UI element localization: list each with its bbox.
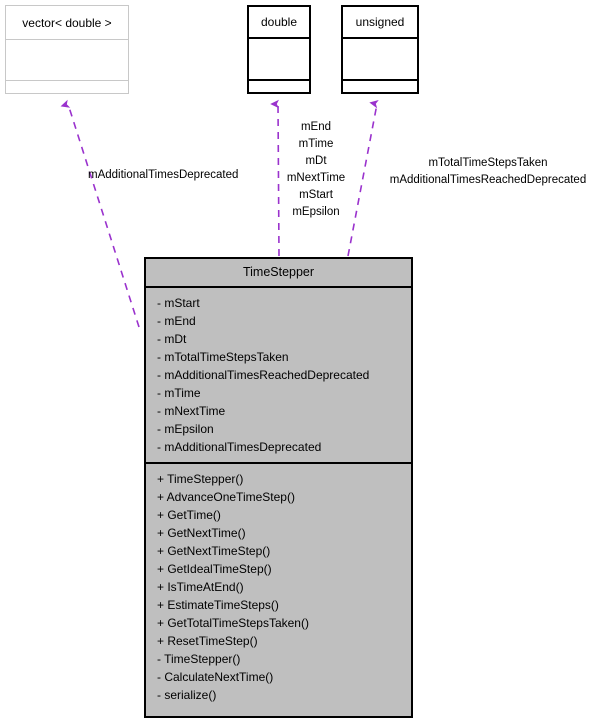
uml-node-title: unsigned xyxy=(343,7,417,39)
uml-node-timestepper[interactable]: TimeStepper - mStart - mEnd - mDt - mTot… xyxy=(144,257,413,718)
uml-attributes-compartment xyxy=(6,40,128,81)
edge-label-line: mAdditionalTimesReachedDeprecated xyxy=(389,174,587,186)
uml-method: + GetTime() xyxy=(157,508,221,522)
edge-label-line: mTime xyxy=(298,138,334,150)
uml-node-vector-double[interactable]: vector< double > xyxy=(5,5,129,94)
edge-label-line: mStart xyxy=(299,189,333,201)
uml-method: + ResetTimeStep() xyxy=(157,634,258,648)
edge-label-line: mNextTime xyxy=(286,172,346,184)
uml-attribute: - mEpsilon xyxy=(157,422,214,436)
uml-methods-compartment xyxy=(343,81,417,93)
uml-method: - CalculateNextTime() xyxy=(157,670,274,684)
uml-attribute: - mAdditionalTimesReachedDeprecated xyxy=(157,368,370,382)
edge-label-line: mDt xyxy=(305,155,327,167)
uml-method: + TimeStepper() xyxy=(157,472,244,486)
uml-method: + GetNextTimeStep() xyxy=(157,544,271,558)
uml-attribute: - mEnd xyxy=(157,314,196,328)
uml-method: + GetNextTime() xyxy=(157,526,246,540)
uml-method: - serialize() xyxy=(157,688,217,702)
uml-attributes-compartment xyxy=(249,39,309,81)
edge-vector-double xyxy=(60,99,140,328)
uml-methods-compartment xyxy=(6,81,128,93)
uml-method: + GetTotalTimeStepsTaken() xyxy=(157,616,309,630)
uml-method: + IsTimeAtEnd() xyxy=(157,580,244,594)
edge-label-line: mEnd xyxy=(300,121,332,133)
uml-method: + GetIdealTimeStep() xyxy=(157,562,272,576)
uml-methods-compartment: + TimeStepper() + AdvanceOneTimeStep() +… xyxy=(146,464,411,710)
uml-attribute: - mTime xyxy=(157,386,201,400)
edge-label-double: mEnd mTime mDt mNextTime mStart mEpsilon xyxy=(276,119,356,221)
uml-method: + EstimateTimeSteps() xyxy=(157,598,279,612)
uml-attributes-compartment: - mStart - mEnd - mDt - mTotalTimeStepsT… xyxy=(146,288,411,464)
uml-attribute: - mNextTime xyxy=(157,404,226,418)
uml-attributes-compartment xyxy=(343,39,417,81)
uml-node-unsigned[interactable]: unsigned xyxy=(341,5,419,94)
edge-label-line: mTotalTimeStepsTaken xyxy=(428,157,548,169)
uml-attribute: - mDt xyxy=(157,332,187,346)
uml-method: + AdvanceOneTimeStep() xyxy=(157,490,295,504)
edge-label-unsigned: mTotalTimeStepsTaken mAdditionalTimesRea… xyxy=(368,155,608,189)
uml-node-title: double xyxy=(249,7,309,39)
edge-label-line: mEpsilon xyxy=(292,206,340,218)
uml-methods-compartment xyxy=(249,81,309,93)
uml-method: - TimeStepper() xyxy=(157,652,241,666)
edge-label-vector-double: mAdditionalTimesDeprecated xyxy=(88,169,239,181)
uml-node-title: TimeStepper xyxy=(146,259,411,288)
uml-node-title: vector< double > xyxy=(6,6,128,40)
uml-node-double[interactable]: double xyxy=(247,5,311,94)
uml-attribute: - mStart xyxy=(157,296,200,310)
uml-attribute: - mTotalTimeStepsTaken xyxy=(157,350,289,364)
uml-attribute: - mAdditionalTimesDeprecated xyxy=(157,440,322,454)
